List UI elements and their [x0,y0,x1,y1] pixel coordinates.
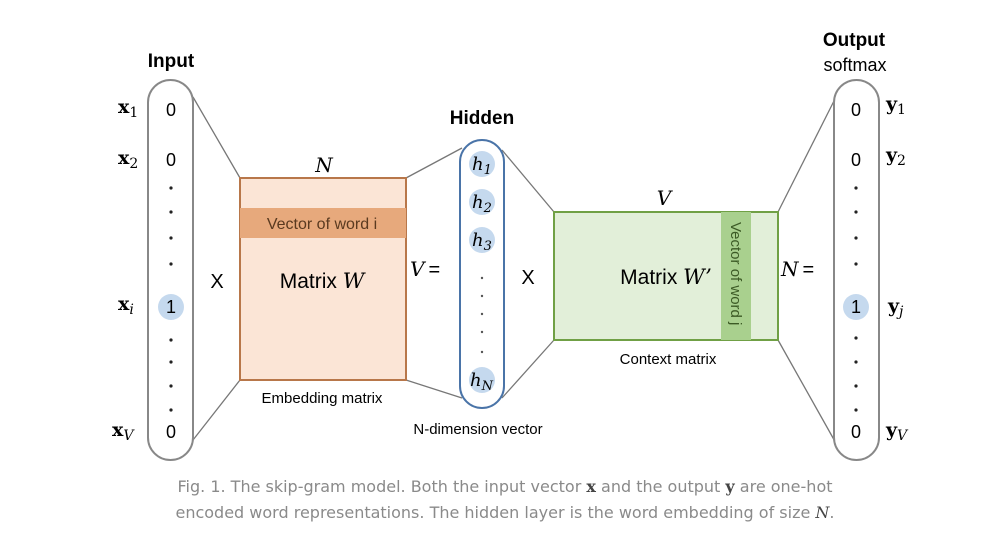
output-title: Output [823,30,886,51]
output-value: 0 [851,150,861,170]
input-label-xi: xi [118,293,134,318]
context-caption: Context matrix [620,351,717,368]
hidden-title: Hidden [450,108,514,129]
context-dim-V: V [657,186,674,210]
embedding-caption: Embedding matrix [262,390,383,407]
word-col-label: Vector of word j [727,222,744,325]
input-label-x1: x1 [118,96,138,121]
embedding-dim-N: N [314,153,334,177]
input-value: 0 [166,100,176,120]
word-row-label: Vector of word i [267,216,377,233]
context-matrix-title: Matrix W’ [620,265,712,289]
input-value: 0 [166,422,176,442]
input-vector [147,79,194,461]
svg-text:h3: h3 [472,230,492,254]
hidden-unit: h1 [469,151,495,178]
hidden-caption: N-dimension vector [413,421,542,438]
hidden-unit: h2 [469,189,495,216]
embedding-row-dim: V= [410,257,440,281]
connector-line [777,339,838,446]
input-value: 1 [166,297,176,317]
connector-line [501,339,555,399]
connector-line [192,96,241,179]
ellipsis-dots [169,186,173,412]
output-label-yj: yj [887,295,904,320]
input-label-x2: x2 [118,147,138,172]
output-subtitle: softmax [823,55,886,75]
ellipsis-dots [480,276,484,354]
input-value: 0 [166,150,176,170]
active-word-dot [843,294,869,320]
svg-text:h2: h2 [472,192,492,216]
output-label-yV: yV [885,419,909,444]
caption-var-y: y [725,477,735,496]
embedding-matrix-title: Matrix W [280,269,367,293]
svg-text:hN: hN [470,370,494,394]
svg-text:h1: h1 [472,154,492,178]
input-title: Input [148,51,195,72]
skip-gram-diagram: Input x1 x2 xi xV 0 0 1 0 X N Vector of … [112,30,909,461]
output-vector [833,79,880,461]
connector-line [192,379,241,441]
multiply-operator: X [210,271,223,293]
input-label-xV: xV [112,419,135,444]
word-col-highlight [721,212,751,340]
active-word-dot [158,294,184,320]
output-value: 1 [851,297,861,317]
connector-line [405,379,463,399]
output-value: 0 [851,100,861,120]
connector-line [405,147,463,179]
ellipsis-dots [854,186,858,412]
connector-line [777,94,838,213]
caption-var-x: x [586,477,596,496]
multiply-operator: X [521,267,534,289]
figure-caption: Fig. 1. The skip-gram model. Both the in… [175,477,835,522]
output-label-y1: y1 [885,93,906,118]
hidden-unit: h3 [469,227,495,254]
output-label-y2: y2 [885,144,906,169]
context-row-dim: N= [780,257,814,281]
caption-var-N: N [815,503,830,522]
output-value: 0 [851,422,861,442]
connector-line [501,149,555,213]
word-row-highlight [240,208,406,238]
hidden-unit: hN [469,367,495,394]
